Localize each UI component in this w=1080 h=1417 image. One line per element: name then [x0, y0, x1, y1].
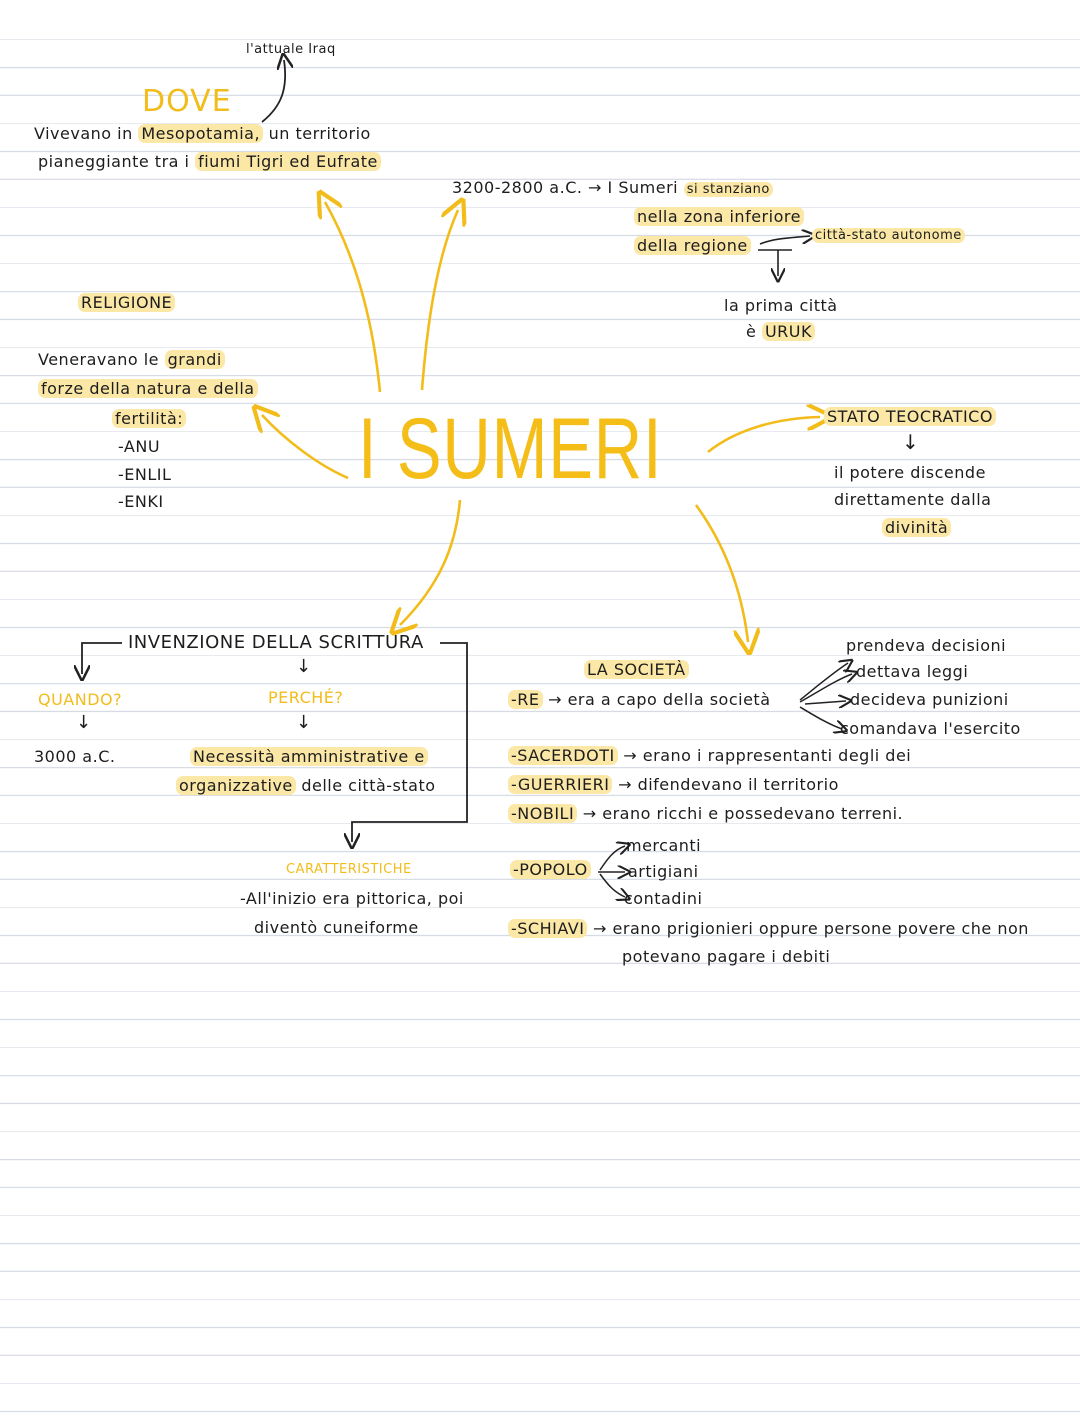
iraq-note: l'attuale Iraq — [246, 42, 336, 57]
perche-down-arrow: ↓ — [296, 656, 312, 677]
stato-line-1: il potere discende — [834, 463, 986, 482]
bracket-quando — [82, 642, 122, 674]
dove-line-2: pianeggiante tra i fiumi Tigri ed Eufrat… — [38, 152, 381, 171]
quando-value: 3000 a.C. — [34, 747, 116, 766]
popolo-label: -POPOLO — [510, 860, 591, 879]
re-role-1: prendeva decisioni — [846, 636, 1007, 655]
nobili-line: -NOBILI → erano ricchi e possedevano ter… — [508, 804, 903, 823]
arrow-to-religione — [262, 415, 349, 480]
re-role-2: dettava leggi — [856, 662, 969, 681]
popolo-mercanti: mercanti — [626, 836, 702, 855]
bracket-caratteristiche — [352, 642, 468, 842]
caratteristiche-label: CARATTERISTICHE — [286, 862, 412, 877]
guerrieri-line: -GUERRIERI → difendevano il territorio — [508, 775, 839, 794]
dove-heading: DOVE — [142, 84, 232, 119]
stato-arrow: ↓ — [902, 430, 920, 454]
stato-line-2: direttamente dalla — [834, 490, 992, 509]
sacerdoti-line: -SACERDOTI → erano i rappresentanti degl… — [508, 746, 911, 765]
perche-down-arrow-2: ↓ — [296, 712, 312, 733]
quando-down-arrow: ↓ — [76, 712, 92, 733]
religione-line-3: fertilità: — [112, 409, 187, 428]
god-enlil: -ENLIL — [118, 465, 172, 484]
schiavi-line: -SCHIAVI → erano prigionieri oppure pers… — [508, 919, 1029, 938]
arrow-citta-stato — [759, 236, 810, 245]
religione-heading: RELIGIONE — [78, 293, 176, 312]
arrow-to-stato — [707, 417, 820, 454]
god-enki: -ENKI — [118, 492, 164, 511]
arrow-to-societa — [694, 504, 748, 642]
re-line: -RE → era a capo della società — [508, 690, 771, 709]
religione-line-2: forze della natura e della — [38, 379, 258, 398]
map-title: I SUMERI — [358, 401, 663, 497]
timeline-line-5: è URUK — [746, 322, 815, 341]
timeline-line-1: 3200-2800 a.C. → I Sumeri si stanziano — [452, 178, 773, 197]
quando-label: QUANDO? — [38, 690, 123, 709]
perche-line-1: Necessità amministrative e — [190, 747, 428, 766]
dove-line-1: Vivevano in Mesopotamia, un territorio — [34, 124, 371, 143]
societa-heading: LA SOCIETÀ — [584, 660, 689, 679]
perche-line-2: organizzative delle città-stato — [176, 776, 436, 795]
arrow-to-dove — [325, 202, 382, 393]
timeline-line-3: della regione — [634, 236, 751, 255]
caratteristiche-line-2: diventò cuneiforme — [254, 918, 419, 937]
schiavi-line-2: potevano pagare i debiti — [622, 947, 831, 966]
popolo-contadini: contadini — [624, 889, 703, 908]
stato-line-3: divinità — [882, 518, 952, 537]
timeline-branch: città-stato autonome — [812, 228, 965, 243]
arrow-to-iraq-note — [261, 60, 285, 123]
stato-heading: STATO TEOCRATICO — [824, 407, 996, 426]
timeline-line-4: la prima città — [724, 296, 838, 315]
perche-label: PERCHÉ? — [268, 688, 344, 707]
religione-line-1: Veneravano le grandi — [38, 350, 225, 369]
popolo-artigiani: artigiani — [628, 862, 699, 881]
re-role-4: comandava l'esercito — [840, 719, 1021, 738]
caratteristiche-line-1: -All'inizio era pittorica, poi — [240, 889, 464, 908]
timeline-line-2: nella zona inferiore — [634, 207, 804, 226]
scrittura-heading: INVENZIONE DELLA SCRITTURA — [128, 632, 424, 653]
arrow-to-timeline — [420, 210, 458, 391]
arrow-to-scrittura — [400, 499, 462, 625]
god-anu: -ANU — [118, 437, 161, 456]
re-role-3: decideva punizioni — [850, 690, 1009, 709]
